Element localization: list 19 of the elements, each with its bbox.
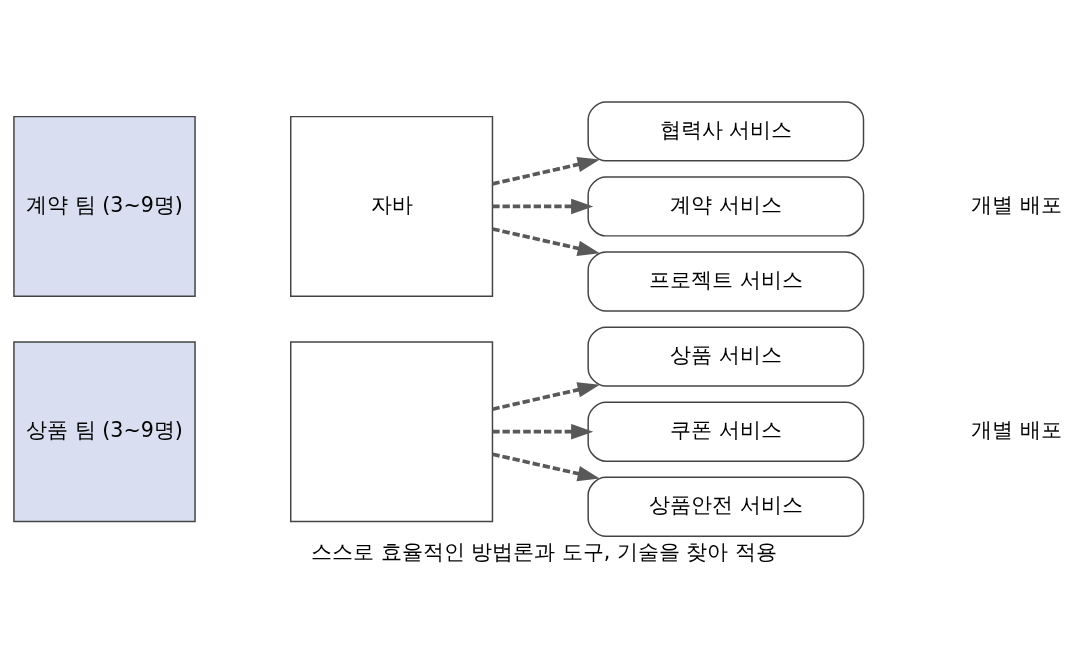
node-box: 쿠폰 서비스 <box>587 401 865 462</box>
arrow <box>492 452 600 482</box>
arrow <box>492 382 600 411</box>
arrow <box>492 156 600 186</box>
arrow <box>492 227 600 256</box>
node-box: 상품 팀 (3~9명) <box>13 341 196 523</box>
node-box: 프로젝트 서비스 <box>587 251 865 312</box>
arrow <box>492 198 594 215</box>
node-box: 상품 서비스 <box>587 326 865 387</box>
node-box: 계약 팀 (3~9명) <box>13 115 196 297</box>
arrow <box>492 423 594 440</box>
node-box: 계약 서비스 <box>587 176 865 237</box>
caption: 스스로 효율적인 방법론과 도구, 기술을 찾아 적용 <box>311 539 777 564</box>
node-box: 자바 <box>290 115 494 297</box>
node-box: 상품안전 서비스 <box>587 476 865 537</box>
node-box: 협력사 서비스 <box>587 101 865 162</box>
label: 개별 배포 <box>971 192 1062 217</box>
label: 개별 배포 <box>971 418 1062 443</box>
node-box <box>290 341 494 523</box>
